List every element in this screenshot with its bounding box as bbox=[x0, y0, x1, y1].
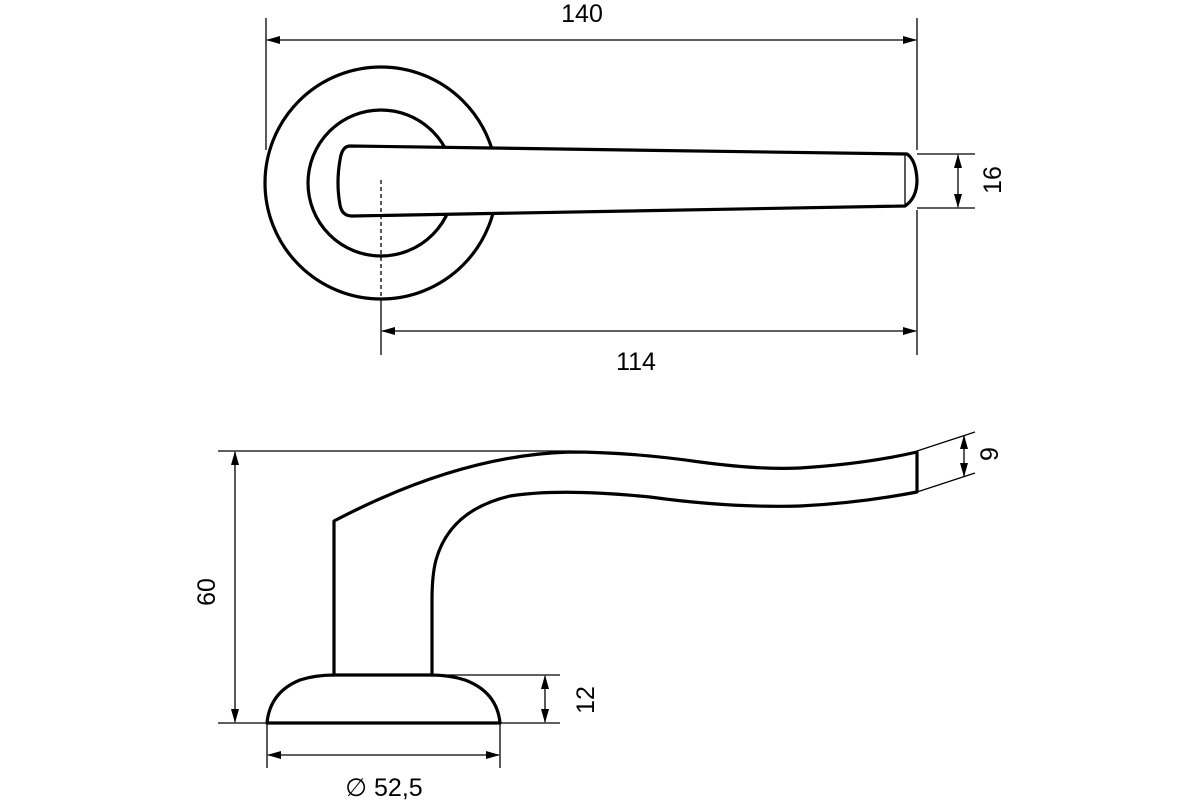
side-lever bbox=[332, 450, 919, 677]
dim-label-16: 16 bbox=[979, 166, 1007, 194]
side-rose-base bbox=[265, 673, 502, 725]
dim-label-12: 12 bbox=[572, 686, 600, 714]
side-view: 60 9 12 ∅ 52,5 bbox=[193, 431, 1004, 800]
top-lever bbox=[336, 144, 919, 218]
dim-label-9: 9 bbox=[976, 447, 1004, 461]
dim-label-114: 114 bbox=[616, 348, 656, 376]
dim-label-60: 60 bbox=[193, 578, 221, 606]
top-view: 140 16 114 bbox=[263, 0, 1007, 376]
dim-label-140: 140 bbox=[561, 0, 603, 28]
ext-line-9-top bbox=[916, 431, 976, 452]
dim-label-diameter: ∅ 52,5 bbox=[345, 774, 422, 800]
ext-line-9-bottom bbox=[916, 472, 976, 493]
